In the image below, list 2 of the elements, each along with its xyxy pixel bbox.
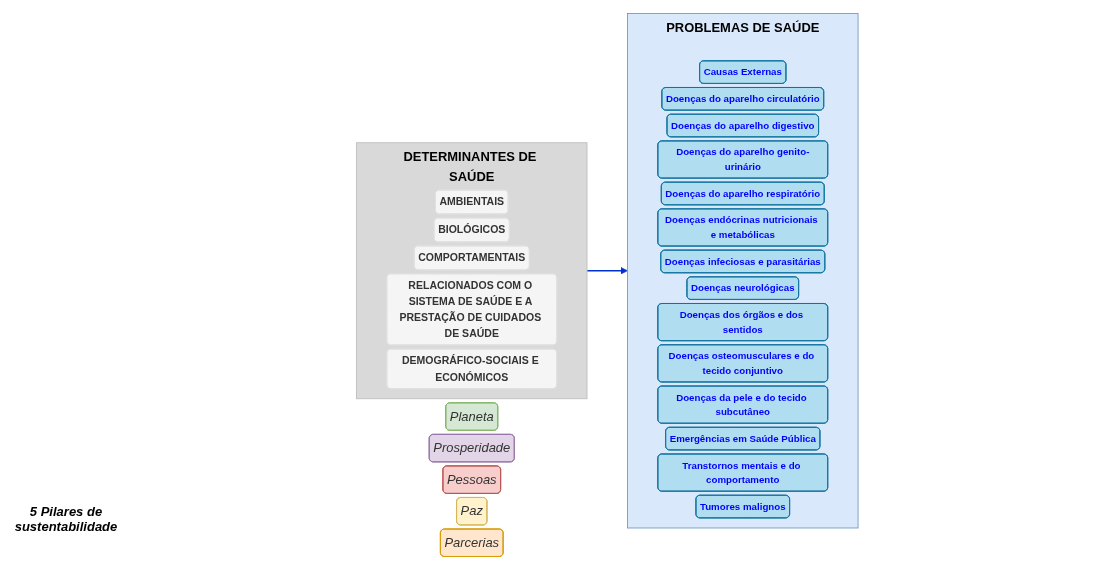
side-note: 5 Pilares de sustentabilidade <box>13 504 119 534</box>
arrow <box>585 267 628 275</box>
